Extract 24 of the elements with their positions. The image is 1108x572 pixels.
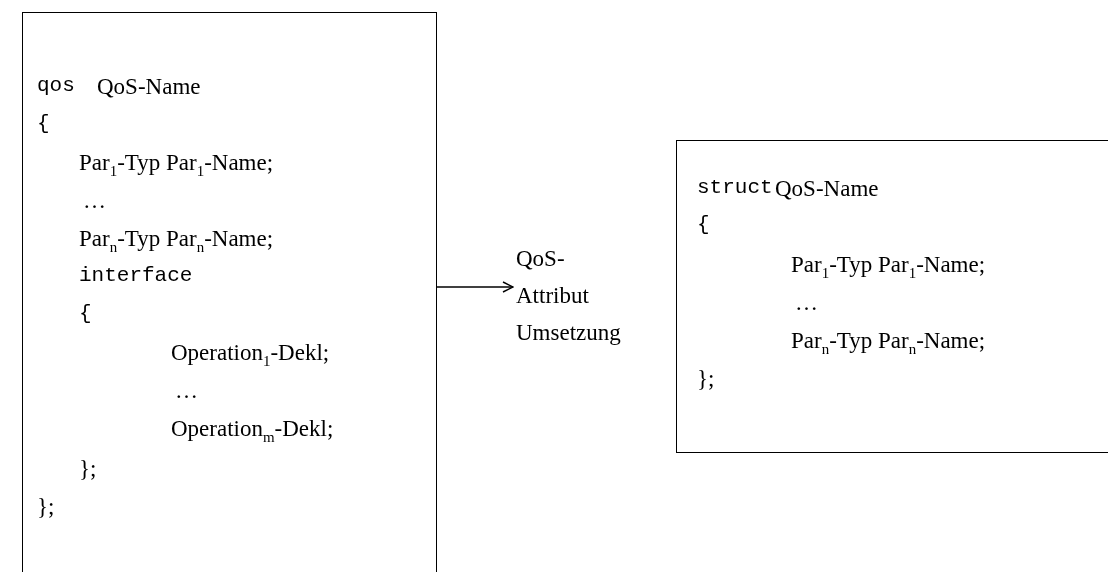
code-keyword: struct [697,177,773,198]
code-keyword: { [79,303,92,324]
code-line: QoS-Name [775,177,879,200]
code-line: Operation$_{1}$-Dekl; [171,341,330,369]
code-line: }; [697,367,715,390]
code-keyword: interface [79,265,193,286]
code-line: QoS-Name [97,75,201,98]
annotation-text: QoS- Attribut Umsetzung [516,240,621,350]
code-line: … [83,189,106,212]
code-line: }; [37,495,55,518]
code-line: Par$_{1}$-Typ Par$_{1}$-Name; [791,253,986,281]
code-line: Operation$_{m}$-Dekl; [171,417,334,445]
code-line: … [795,291,818,314]
code-line: Par$_{n}$-Typ Par$_{n}$-Name; [791,329,986,357]
code-box [22,12,437,572]
code-line: Par$_{1}$-Typ Par$_{1}$-Name; [79,151,274,179]
code-keyword: { [697,214,710,235]
code-keyword: qos [37,75,75,96]
code-line: }; [79,457,97,480]
code-line: … [175,379,198,402]
code-line: Par$_{n}$-Typ Par$_{n}$-Name; [79,227,274,255]
code-keyword: { [37,113,50,134]
code-box [676,140,1108,453]
arrow [436,281,514,293]
